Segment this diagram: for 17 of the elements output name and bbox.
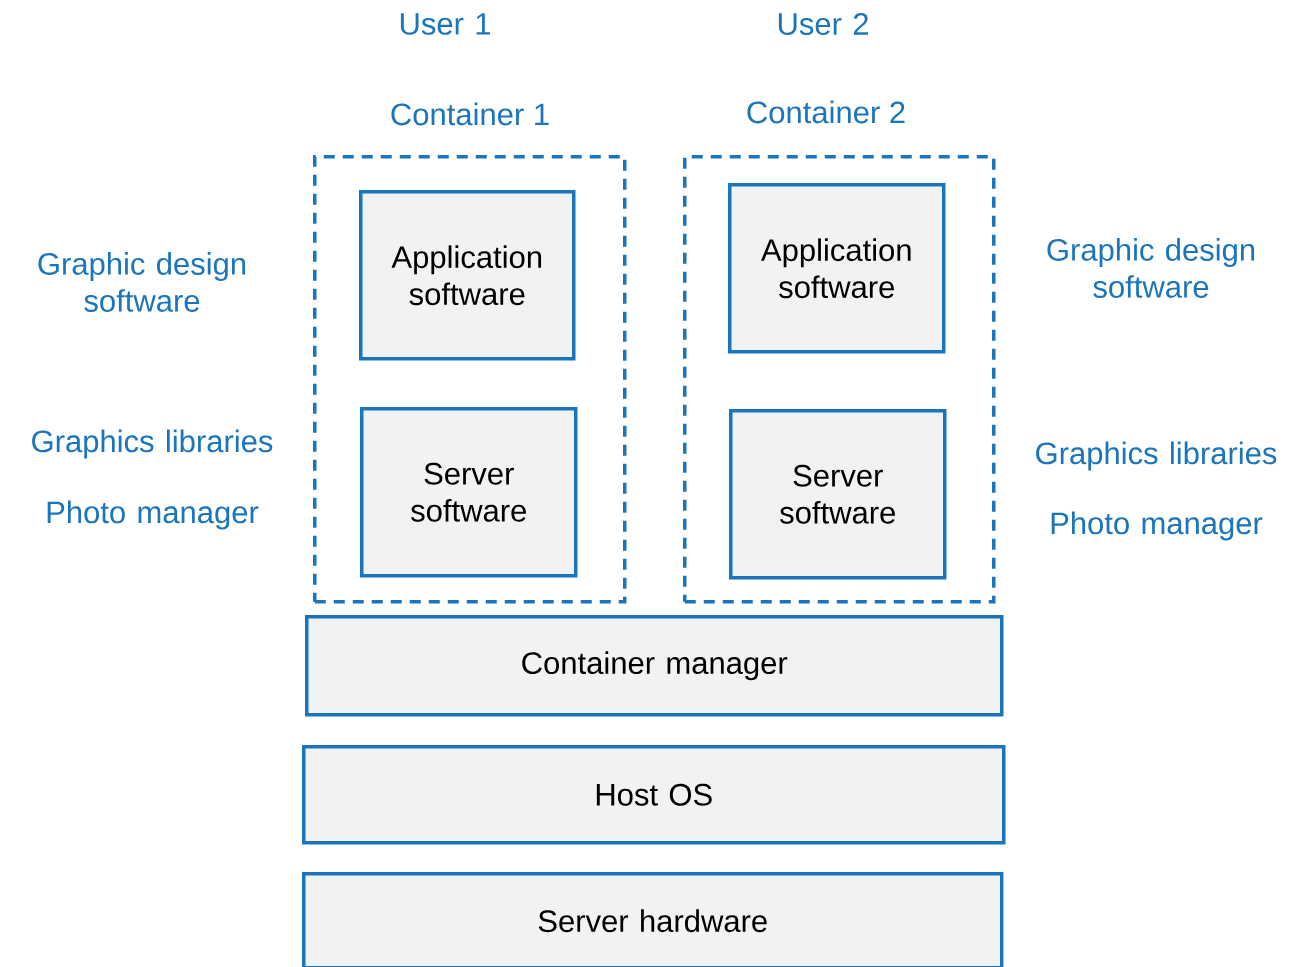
component-box: Application software: [359, 190, 576, 361]
layer-box: Container manager: [305, 615, 1004, 717]
layer-box: Server hardware: [302, 872, 1004, 967]
side-label: Photo manager: [1051, 511, 1263, 541]
layer-box: Host OS: [302, 745, 1006, 845]
side-label: Photo manager: [47, 500, 259, 530]
component-box: Server software: [729, 409, 947, 580]
side-label: Graphics libraries: [32, 429, 273, 459]
side-label: Graphic design software: [1047, 238, 1255, 298]
node-label: Container 1: [391, 102, 549, 126]
node-label: Container 2: [747, 100, 905, 124]
side-label: User 2: [778, 13, 868, 35]
side-label: User 1: [400, 13, 490, 35]
side-label: Graphic design software: [38, 252, 246, 312]
side-label: Graphics libraries: [1036, 441, 1277, 471]
component-box: Server software: [360, 407, 578, 578]
component-box: Application software: [728, 183, 946, 354]
